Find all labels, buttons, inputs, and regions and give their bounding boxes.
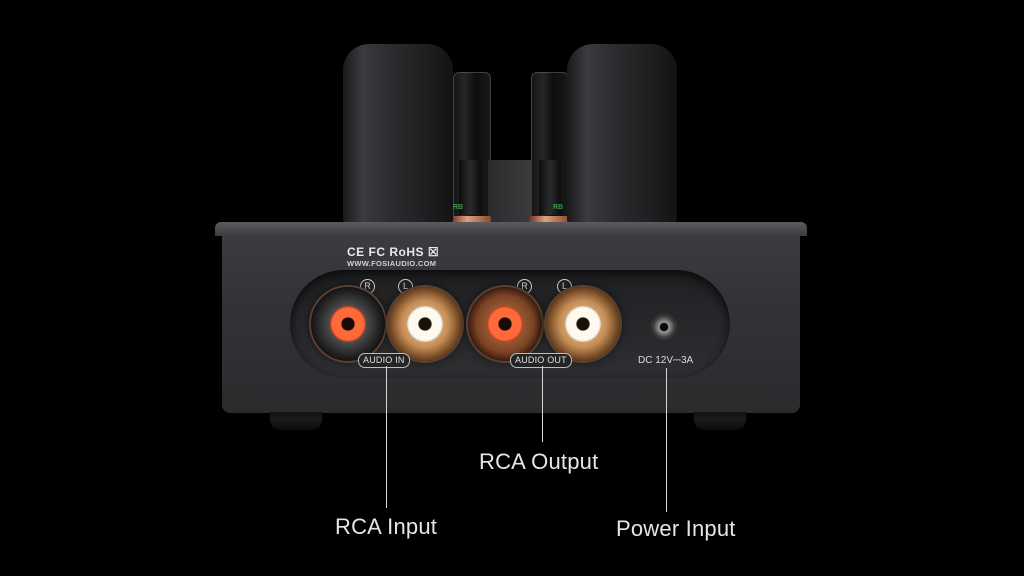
rca-output-right-insulator <box>487 306 523 342</box>
tube-internals-right <box>539 160 561 215</box>
rca-output-right-jack[interactable] <box>468 287 542 361</box>
rca-output-left-jack[interactable] <box>546 287 620 361</box>
power-input-callout: Power Input <box>616 516 736 541</box>
tube-ring-left <box>451 216 491 222</box>
rca-input-right-insulator <box>330 306 366 342</box>
audio-in-label: AUDIO IN <box>358 353 410 368</box>
tube-ring-right <box>529 216 569 222</box>
rca-output-leader-line <box>542 366 543 442</box>
rca-input-leader-line <box>386 366 387 508</box>
rca-input-left-insulator <box>407 306 443 342</box>
tube-cap-right <box>567 44 677 224</box>
tube-cap-left <box>343 44 453 224</box>
chassis-top-edge <box>215 222 807 236</box>
tube-shield-box <box>488 160 532 222</box>
power-input-leader-line <box>666 368 667 512</box>
rca-input-left-jack[interactable] <box>388 287 462 361</box>
tube-mark-right: RB <box>553 204 564 211</box>
tube-internals-left <box>459 160 481 215</box>
audio-out-label: AUDIO OUT <box>510 353 572 368</box>
tube-mark-left: RB <box>453 204 464 211</box>
certification-marks: CE FC RoHS ☒ <box>347 245 440 259</box>
rca-input-callout: RCA Input <box>335 514 438 539</box>
foot-right <box>694 412 746 430</box>
foot-left <box>270 412 322 430</box>
dc-power-jack[interactable] <box>649 312 679 342</box>
dc-rating-label: DC 12V⎓3A <box>638 355 694 366</box>
rca-output-callout: RCA Output <box>479 449 599 474</box>
rca-input-right-jack[interactable] <box>311 287 385 361</box>
rca-output-left-insulator <box>565 306 601 342</box>
website-text: WWW.FOSIAUDIO.COM <box>347 259 437 268</box>
